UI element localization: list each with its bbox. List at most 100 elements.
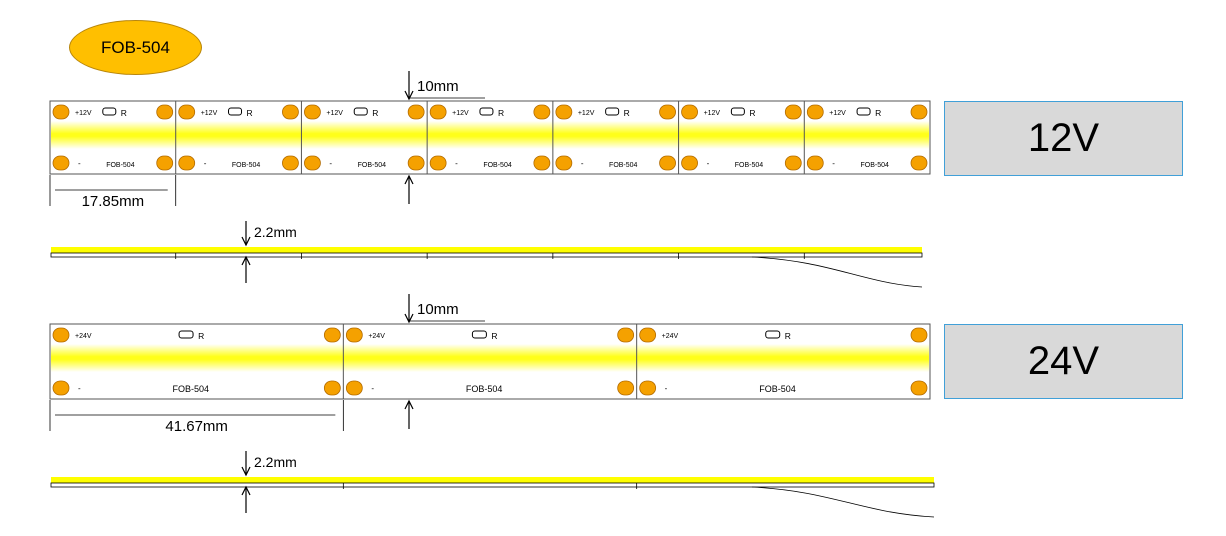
led-glow-band — [51, 344, 929, 372]
segment-length-label: 17.85mm — [82, 193, 145, 210]
solder-pad — [639, 380, 657, 396]
resistor-icon — [471, 330, 487, 339]
model-badge: FOB-504 — [69, 20, 202, 75]
minus-label: - — [78, 159, 81, 168]
resistor-icon — [228, 107, 243, 116]
solder-pad — [282, 155, 299, 171]
minus-label: - — [455, 159, 458, 168]
solder-pad — [555, 155, 573, 171]
resistor-label: R — [247, 108, 253, 118]
solder-pad — [52, 104, 70, 120]
resistor-label: R — [121, 108, 127, 118]
minus-label: - — [707, 159, 710, 168]
solder-pad — [910, 104, 928, 120]
thickness-dimension-label: 2.2mm — [254, 454, 297, 470]
solder-pad — [639, 327, 657, 343]
resistor-icon — [353, 107, 368, 116]
arrow-down-icon — [241, 236, 251, 247]
solder-pad — [407, 155, 425, 171]
profile-pcb-layer — [50, 482, 935, 488]
solder-pad — [617, 380, 635, 396]
resistor-icon — [479, 107, 494, 116]
minus-label: - — [204, 159, 207, 168]
solder-pad — [617, 327, 635, 343]
segment-length-label: 41.67mm — [165, 418, 228, 435]
minus-label: - — [832, 159, 835, 168]
solder-pad — [345, 380, 363, 396]
profile-pcb-layer — [50, 252, 923, 258]
minus-label: - — [78, 384, 81, 393]
solder-pad — [910, 327, 928, 343]
resistor-icon — [102, 107, 117, 116]
voltage-label-12v: 12V — [1027, 116, 1100, 160]
solder-pad — [407, 104, 425, 120]
resistor-icon — [765, 330, 781, 339]
arrow-down-icon — [404, 313, 414, 324]
plus-voltage-label: +12V — [829, 110, 846, 117]
segment-model-label: FOB-504 — [860, 162, 889, 169]
plus-voltage-label: +24V — [368, 333, 385, 340]
solder-pad — [681, 104, 698, 120]
segment-model-label: FOB-504 — [232, 162, 261, 169]
plus-voltage-label: +12V — [75, 110, 92, 117]
plus-voltage-label: +12V — [704, 110, 721, 117]
solder-pad — [806, 155, 824, 171]
solder-pad — [52, 327, 70, 343]
plus-voltage-label: +12V — [326, 110, 343, 117]
resistor-icon — [856, 107, 871, 116]
profile-silicone-layer — [51, 247, 922, 253]
arrow-up-icon — [404, 174, 414, 185]
solder-pad — [784, 104, 802, 120]
resistor-label: R — [198, 331, 204, 341]
solder-pad — [178, 155, 196, 171]
solder-pad — [156, 104, 174, 120]
minus-label: - — [371, 384, 374, 393]
segment-model-label: FOB-504 — [759, 384, 796, 394]
solder-pad — [910, 380, 928, 396]
segment-model-label: FOB-504 — [106, 162, 135, 169]
solder-pad — [533, 155, 551, 171]
profile-backing-curve — [751, 486, 935, 518]
solder-pad — [681, 155, 698, 171]
solder-pad — [806, 104, 824, 120]
resistor-icon — [605, 107, 620, 116]
solder-pad — [555, 104, 573, 120]
arrow-up-icon — [404, 399, 414, 410]
led-glow-band — [51, 121, 929, 149]
solder-pad — [156, 155, 174, 171]
solder-pad — [323, 380, 341, 396]
solder-pad — [345, 327, 363, 343]
arrow-up-icon — [241, 255, 251, 266]
plus-voltage-label: +24V — [75, 333, 92, 340]
profile-backing-curve — [751, 256, 923, 288]
resistor-label: R — [875, 108, 881, 118]
solder-pad — [910, 155, 928, 171]
width-dimension-label: 10mm — [417, 78, 459, 95]
voltage-label-24v: 24V — [1027, 339, 1100, 383]
resistor-label: R — [372, 108, 378, 118]
solder-pad — [304, 155, 321, 171]
resistor-label: R — [785, 331, 791, 341]
segment-model-label: FOB-504 — [735, 162, 764, 169]
solder-pad — [304, 104, 321, 120]
segment-model-label: FOB-504 — [358, 162, 387, 169]
resistor-label: R — [749, 108, 755, 118]
solder-pad — [429, 104, 447, 120]
resistor-label: R — [491, 331, 497, 341]
segment-model-label: FOB-504 — [466, 384, 503, 394]
minus-label: - — [665, 384, 668, 393]
solder-pad — [533, 104, 551, 120]
model-badge-label: FOB-504 — [101, 37, 170, 57]
solder-pad — [52, 155, 70, 171]
minus-label: - — [329, 159, 332, 168]
resistor-label: R — [498, 108, 504, 118]
solder-pad — [282, 104, 299, 120]
solder-pad — [429, 155, 447, 171]
thickness-dimension-label: 2.2mm — [254, 224, 297, 240]
resistor-icon — [730, 107, 745, 116]
solder-pad — [659, 155, 676, 171]
solder-pad — [323, 327, 341, 343]
solder-pad — [52, 380, 70, 396]
profile-silicone-layer — [51, 477, 934, 483]
voltage-box-12v: 12V — [944, 101, 1183, 176]
